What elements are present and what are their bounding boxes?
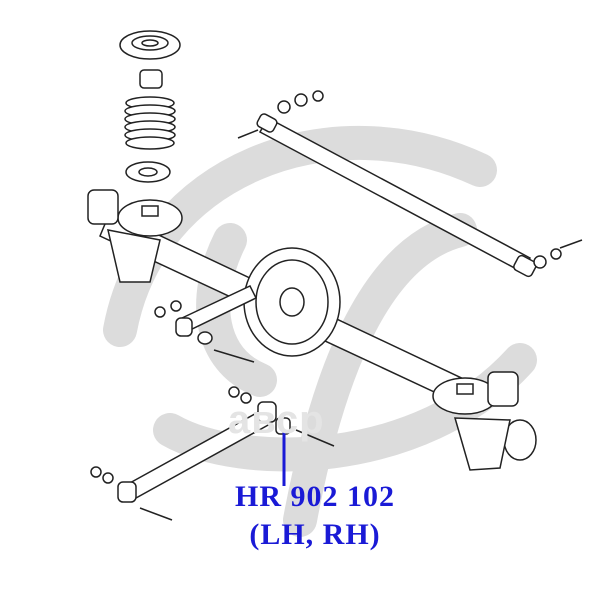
coil-spring-assembly (119, 30, 181, 183)
lower-link (90, 386, 335, 521)
lateral-rod (237, 90, 583, 278)
left-axle-end (87, 189, 119, 225)
bump-stop (139, 69, 163, 89)
axle-housing (87, 189, 537, 471)
watermark-text: авср (228, 398, 325, 442)
lateral-rod-hardware-right (533, 239, 583, 269)
part-number-label: HR 902 102 (235, 480, 395, 513)
right-axle-end (487, 371, 519, 407)
coil-spring (124, 96, 176, 150)
lateral-rod-hardware-top (237, 90, 324, 139)
front-bushing (117, 481, 137, 503)
rear-bushing (257, 401, 277, 423)
side-label: (LH, RH) (249, 518, 381, 551)
upper-link (154, 285, 258, 363)
